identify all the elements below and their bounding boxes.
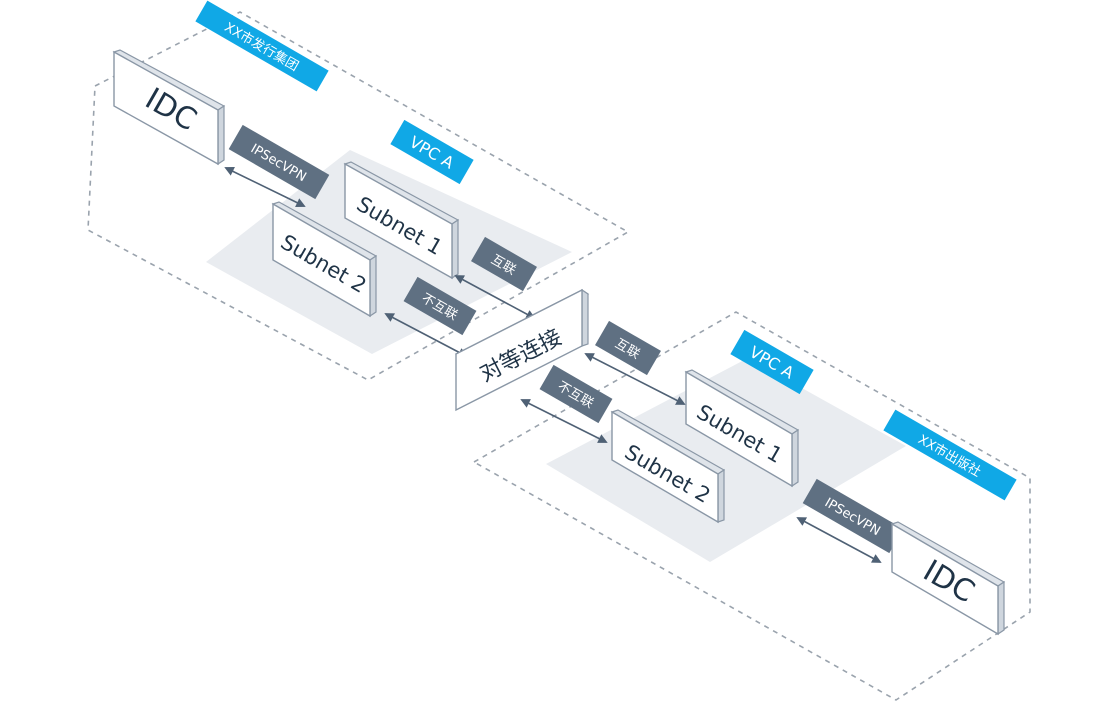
right-link1-arrow <box>584 353 686 405</box>
left-link1-arrow <box>454 275 536 319</box>
right-vpc-plane <box>546 358 906 562</box>
left-org-label: XX市发行集团 <box>222 19 302 74</box>
right-org-tag: XX市出版社 <box>883 409 1017 501</box>
left-link2-arrow <box>384 313 468 357</box>
left-vpn-arrow <box>224 167 306 207</box>
left-idc-box: IDC <box>112 49 226 166</box>
right-link2-arrow <box>520 399 608 443</box>
peering-box: 对等连接 <box>454 288 590 412</box>
right-link1-tag: 互联 <box>595 320 661 376</box>
right-org-boundary <box>472 311 1031 701</box>
left-vpn-tag: IPSecVPN <box>228 124 330 200</box>
right-idc-box: IDC <box>890 521 1006 636</box>
left-org-tag: XX市发行集团 <box>195 0 329 92</box>
right-vpn-tag: IPSecVPN <box>802 478 904 554</box>
right-vpn-arrow <box>796 517 882 563</box>
